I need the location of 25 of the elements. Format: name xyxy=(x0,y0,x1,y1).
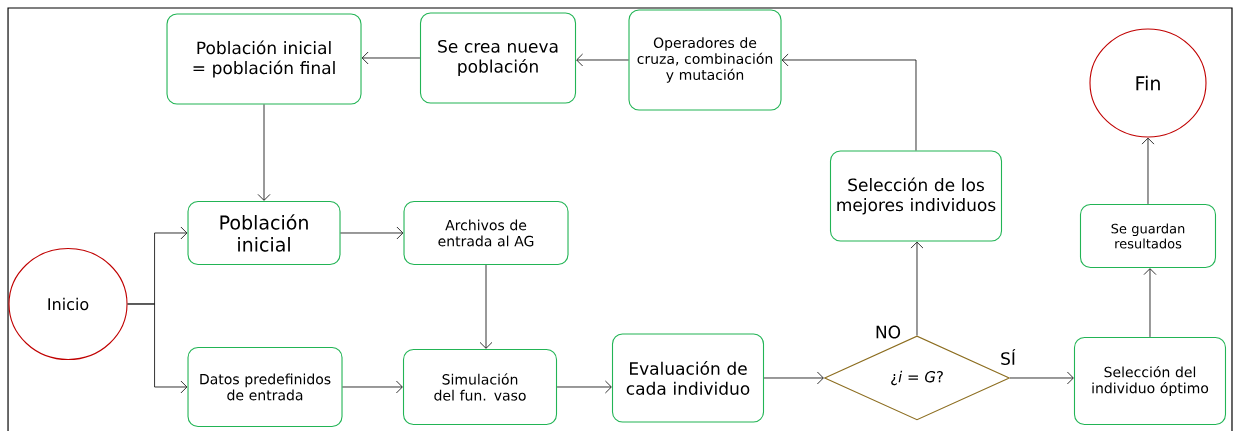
process-box: Evaluación de cada individuo xyxy=(611,333,765,423)
process-box: Selección del individuo óptimo xyxy=(1073,336,1227,426)
process-box: Selección de los mejores individuos xyxy=(829,150,1003,242)
arrow xyxy=(342,380,403,394)
arrow xyxy=(556,380,612,394)
process-box: Datos predefinidos de entrada xyxy=(187,346,343,428)
arrow xyxy=(479,264,493,349)
process-box: Se crea nueva población xyxy=(419,12,577,104)
arrow xyxy=(257,104,271,201)
arrow xyxy=(763,371,824,385)
arrow xyxy=(1141,137,1155,205)
arrow xyxy=(1009,371,1074,385)
arrow xyxy=(910,241,924,336)
process-box: Población inicial = población final xyxy=(166,13,362,105)
arrow xyxy=(340,226,404,240)
process-box: Operadores de cruza, combinación y mutación xyxy=(628,9,782,111)
process-box: Población inicial xyxy=(187,200,341,266)
process-box: Simulación del fun. vaso xyxy=(402,348,558,426)
arrow xyxy=(361,51,421,65)
arrow xyxy=(127,303,188,394)
process-box: Se guardan resultados xyxy=(1079,203,1217,269)
arrow xyxy=(781,53,917,151)
arrow xyxy=(1143,268,1157,338)
arrow xyxy=(576,53,629,67)
process-box: Archivos de entrada al AG xyxy=(403,200,569,266)
